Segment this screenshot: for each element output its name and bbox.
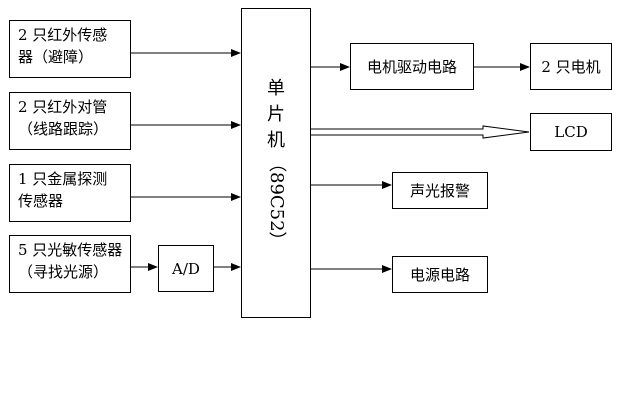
infrared-obstacle-sensor-box: 2 只红外传感 器（避障） bbox=[9, 20, 131, 78]
photosensitive-line1: 5 只光敏传感器 bbox=[18, 241, 123, 259]
infrared-tracking-line1: 2 只红外对管 bbox=[18, 98, 108, 116]
mcu-char-1: 单 bbox=[267, 78, 285, 100]
infrared-obstacle-line1: 2 只红外传感 bbox=[18, 26, 108, 44]
adc-label: A/D bbox=[172, 259, 200, 278]
motors-box: 2 只电机 bbox=[530, 43, 612, 90]
infrared-tracking-sensor-box: 2 只红外对管 （线路跟踪） bbox=[9, 92, 131, 150]
photosensitive-sensor-box: 5 只光敏传感器 （寻找光源） bbox=[9, 235, 131, 293]
alarm-box: 声光报警 bbox=[392, 172, 488, 209]
mcu-model-label: （89C52） bbox=[266, 154, 287, 250]
power-circuit-box: 电源电路 bbox=[392, 256, 488, 293]
motor-driver-label: 电机驱动电路 bbox=[366, 57, 457, 76]
adc-box: A/D bbox=[158, 245, 214, 292]
metal-detector-line1: 1 只金属探测 bbox=[18, 170, 108, 188]
lcd-box: LCD bbox=[530, 113, 612, 151]
motors-label: 2 只电机 bbox=[541, 57, 601, 76]
infrared-tracking-line2: （线路跟踪） bbox=[18, 120, 109, 138]
mcu-char-3: 机 bbox=[267, 130, 285, 152]
metal-detector-sensor-box: 1 只金属探测 传感器 bbox=[9, 164, 131, 222]
hollow-arrow-mcu-to-lcd bbox=[310, 125, 530, 139]
mcu-box: 单 片 机 （89C52） bbox=[241, 8, 311, 318]
power-circuit-label: 电源电路 bbox=[409, 265, 470, 284]
metal-detector-line2: 传感器 bbox=[18, 192, 64, 210]
mcu-char-2: 片 bbox=[267, 104, 285, 126]
motor-driver-box: 电机驱动电路 bbox=[350, 43, 474, 90]
alarm-label: 声光报警 bbox=[409, 181, 470, 200]
infrared-obstacle-line2: 器（避障） bbox=[18, 48, 94, 66]
photosensitive-line2: （寻找光源） bbox=[18, 263, 109, 281]
lcd-label: LCD bbox=[554, 123, 588, 141]
